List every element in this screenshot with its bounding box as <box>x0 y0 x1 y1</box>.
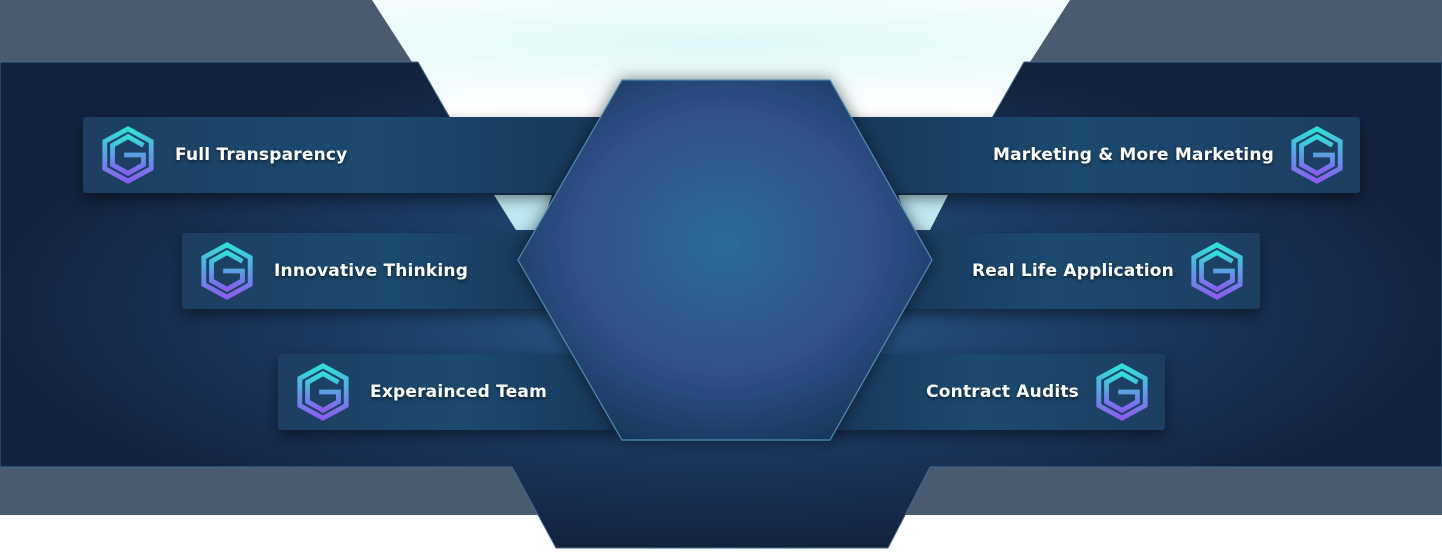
feature-label: Marketing & More Marketing <box>992 145 1274 165</box>
feature-label: Experainced Team <box>370 382 548 402</box>
hex-logo-icon <box>297 363 349 421</box>
feature-marketing: Marketing & More Marketing <box>840 117 1360 193</box>
hex-logo-icon <box>1291 126 1343 184</box>
top-right-band <box>1030 0 1442 62</box>
hex-logo-icon <box>201 242 253 300</box>
feature-contract-audits: Contract Audits <box>825 354 1165 430</box>
feature-label: Full Transparency <box>175 145 348 165</box>
feature-label: Contract Audits <box>926 382 1079 402</box>
hex-logo-icon <box>102 126 154 184</box>
feature-label: Real Life Application <box>972 261 1174 281</box>
top-left-band <box>0 0 412 62</box>
hex-logo-icon <box>1191 242 1243 300</box>
feature-label: Innovative Thinking <box>274 261 469 281</box>
feature-innovative-thinking: Innovative Thinking <box>182 233 562 309</box>
hex-logo-icon <box>1096 363 1148 421</box>
feature-real-life-application: Real Life Application <box>880 233 1260 309</box>
feature-experienced-team: Experainced Team <box>278 354 618 430</box>
feature-full-transparency: Full Transparency <box>83 117 603 193</box>
